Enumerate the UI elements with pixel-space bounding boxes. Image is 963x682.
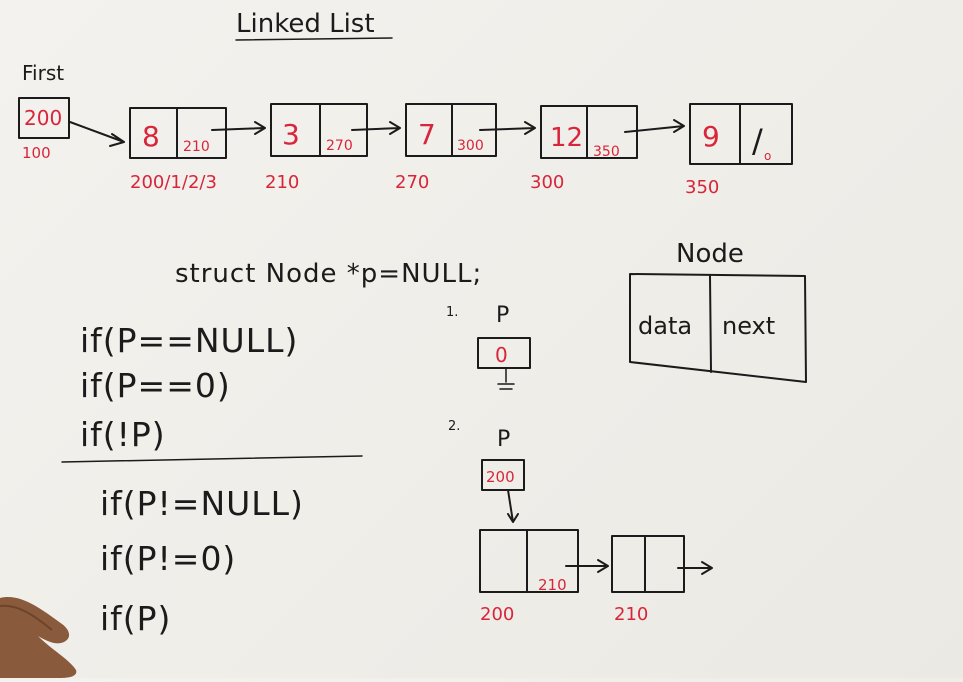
case2-number: 2. [448, 419, 460, 434]
node-address: 300 [530, 172, 564, 193]
node-null-mark: o [764, 149, 771, 163]
ground-symbol [497, 367, 515, 390]
node-next: 270 [326, 138, 353, 154]
list-node-2: 3 270 210 [265, 103, 368, 193]
case2-pointer: P [497, 427, 510, 452]
node-address: 210 [265, 172, 299, 193]
declaration: struct Node *p=NULL; [175, 259, 482, 289]
case2-box [481, 459, 525, 491]
title-underline [235, 37, 393, 41]
node-data: 7 [418, 118, 436, 151]
node-null-slash: / [752, 122, 763, 160]
case1-box [477, 337, 531, 369]
case1-value: 0 [495, 343, 508, 367]
list-node-3: 7 300 270 [395, 103, 497, 193]
case2-node-b-address: 210 [614, 604, 648, 625]
node-address: 200/1/2/3 [130, 172, 217, 193]
node-data: 8 [142, 120, 160, 153]
node-struct-field-next: next [722, 312, 775, 340]
case2-value: 200 [486, 468, 515, 486]
case2-arrow-out [677, 561, 713, 575]
node-struct-title: Node [676, 239, 744, 269]
node-struct-field-data: data [638, 312, 692, 340]
case2-node-a: 210 200 [479, 529, 579, 625]
arrow-3-4 [479, 121, 536, 135]
not-null-check-1: if(P!=NULL) [100, 484, 304, 523]
null-check-2: if(P==0) [80, 366, 231, 405]
first-address: 100 [22, 144, 51, 162]
node-next: 210 [183, 139, 210, 155]
title: Linked List [236, 9, 375, 39]
node-next: 350 [593, 144, 620, 160]
first-label: First [22, 61, 64, 85]
case2-node-a-next: 210 [538, 576, 567, 594]
case1-pointer: P [496, 303, 509, 328]
first-value: 200 [24, 106, 62, 130]
node-address: 350 [685, 177, 719, 198]
node-address: 270 [395, 172, 429, 193]
node-next: 300 [457, 138, 484, 154]
not-null-check-2: if(P!=0) [100, 539, 236, 578]
node-data: 3 [282, 118, 300, 151]
null-check-1: if(P==NULL) [80, 321, 298, 360]
case2-arrow-a-b [565, 559, 609, 573]
node-data: 9 [702, 120, 720, 153]
arrow-1-2 [211, 121, 266, 135]
not-null-check-3: if(P) [100, 599, 171, 638]
list-node-4: 12 350 300 [530, 105, 638, 193]
divider-line [61, 455, 363, 463]
list-node-5: 9 / o 350 [685, 103, 793, 198]
presenter-hand [0, 597, 77, 678]
node-data: 12 [550, 123, 583, 153]
node-struct-diagram: data next [629, 273, 807, 383]
case2-node-a-address: 200 [480, 604, 514, 625]
null-check-3: if(!P) [80, 415, 166, 454]
arrow-4-5 [624, 119, 685, 133]
case2-down-arrow [507, 489, 519, 523]
first-box [18, 97, 70, 139]
case1-number: 1. [446, 305, 458, 320]
case2-node-b: 210 [611, 535, 685, 625]
list-node-1: 8 210 200/1/2/3 [129, 107, 227, 193]
first-arrow [69, 121, 125, 147]
arrow-2-3 [351, 121, 401, 135]
